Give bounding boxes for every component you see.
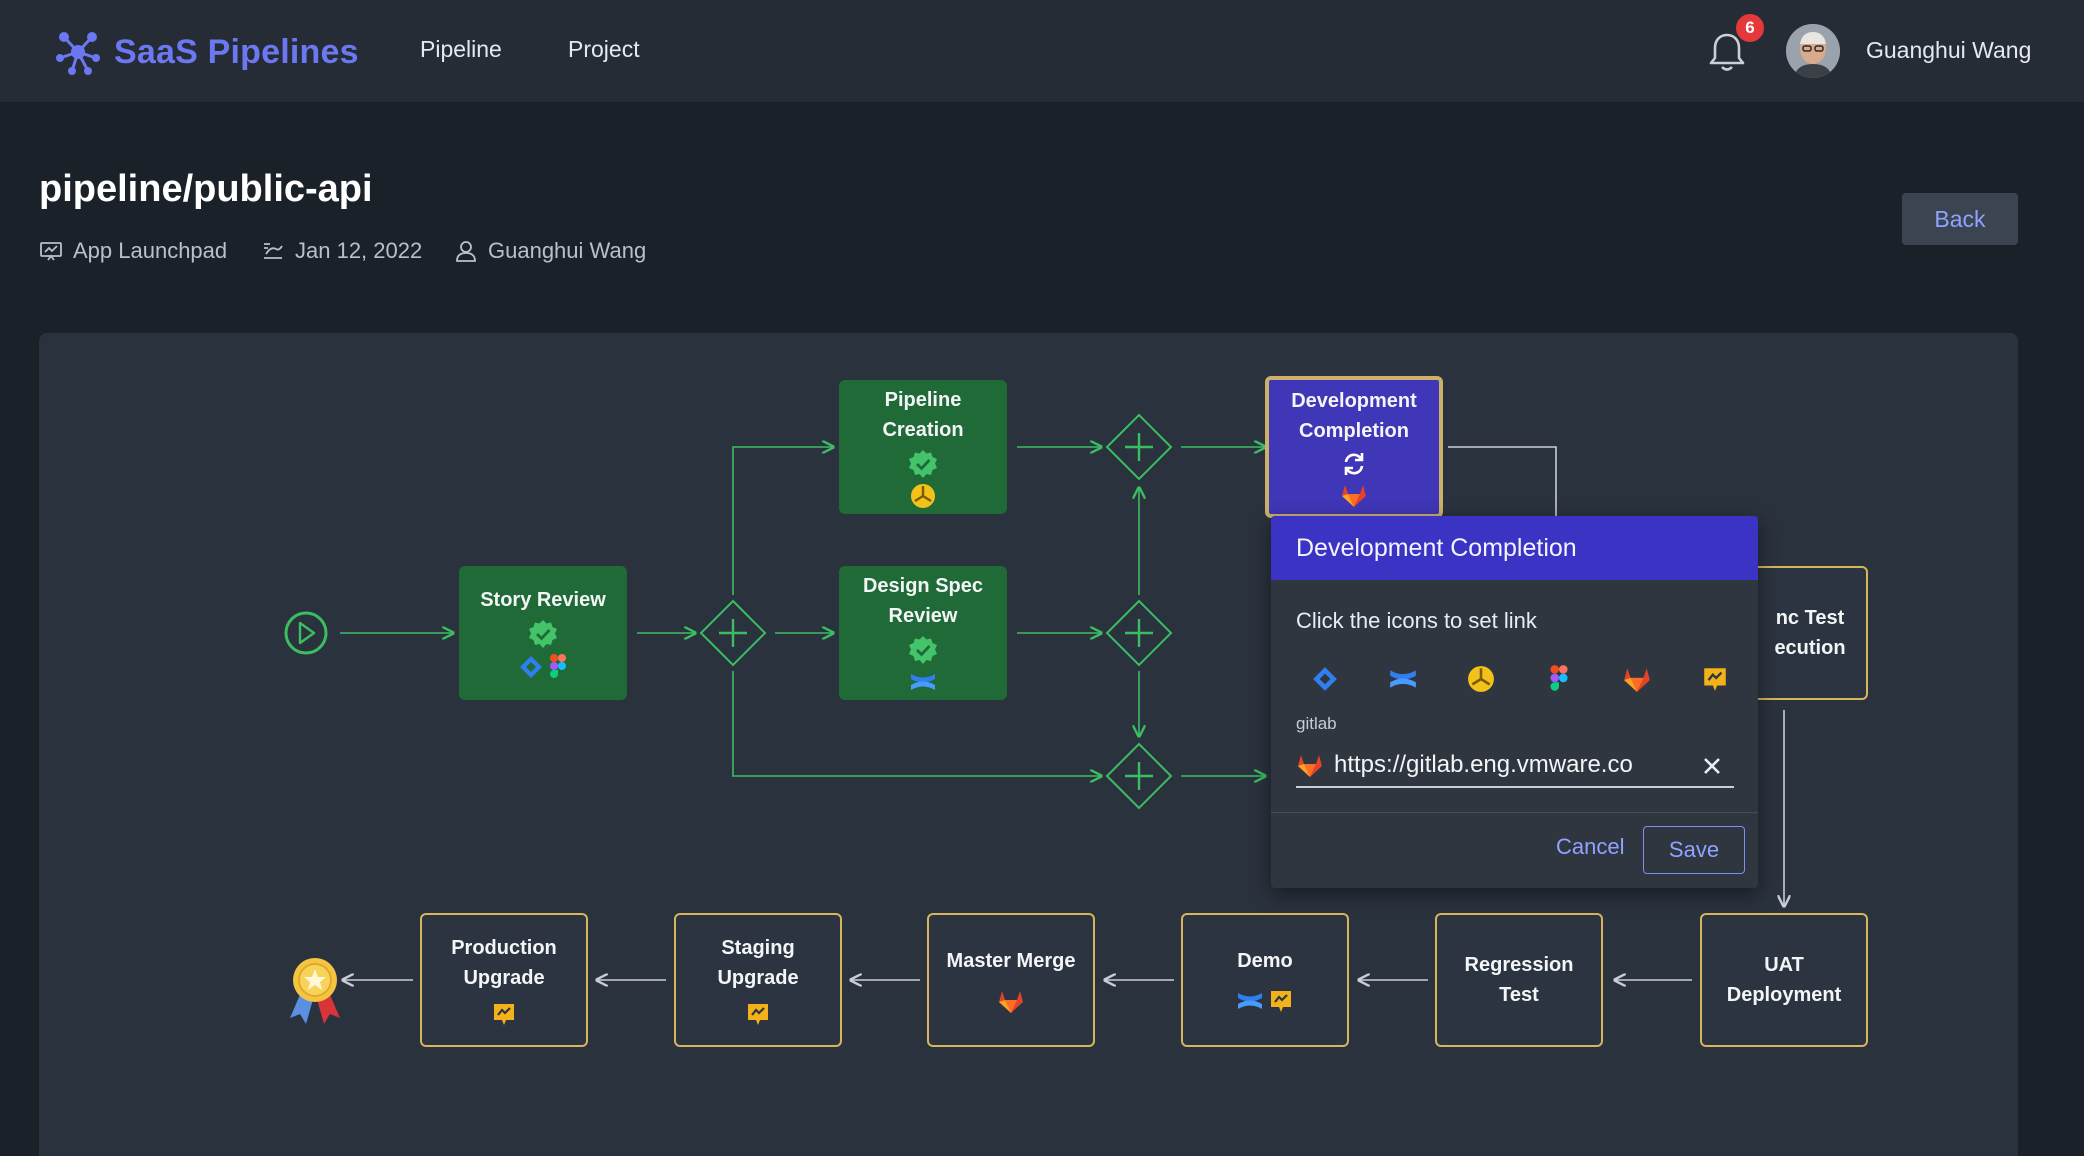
node-title: Pipeline Creation xyxy=(882,389,964,441)
node-title: Regression Test xyxy=(1464,954,1574,1006)
meta-project: App Launchpad xyxy=(39,238,227,264)
node-regression-test[interactable]: Regression Test xyxy=(1435,913,1603,1047)
node-story-review[interactable]: Story Review xyxy=(459,566,627,700)
node-title: Staging Upgrade xyxy=(717,937,799,989)
node-title: Production Upgrade xyxy=(451,937,557,989)
gitlab-icon xyxy=(999,991,1023,1013)
gitlab-icon xyxy=(1342,485,1366,507)
link-editor-popup: Development Completion Click the icons t… xyxy=(1271,516,1758,888)
popup-hint: Click the icons to set link xyxy=(1296,608,1537,633)
figma-icon xyxy=(1550,665,1568,691)
avatar[interactable] xyxy=(1786,24,1840,78)
approved-check-icon xyxy=(529,620,557,648)
node-demo[interactable]: Demo xyxy=(1181,913,1349,1047)
node-staging-upgrade[interactable]: Staging Upgrade xyxy=(674,913,842,1047)
gitlab-icon xyxy=(1298,755,1322,777)
meta-owner-text: Guanghui Wang xyxy=(488,238,647,263)
figma-link-button[interactable] xyxy=(1541,661,1577,697)
user-photo-icon xyxy=(1786,24,1840,78)
node-master-merge[interactable]: Master Merge xyxy=(927,913,1095,1047)
jenkins-icon xyxy=(1468,666,1494,692)
report-icon xyxy=(748,1004,768,1025)
popup-divider xyxy=(1271,812,1758,813)
node-development-completion[interactable]: Development Completion xyxy=(1265,376,1443,518)
launchpad-icon xyxy=(40,242,62,261)
brand[interactable]: SaaS Pipelines xyxy=(52,28,359,76)
report-icon xyxy=(1704,668,1726,691)
node-pipeline-creation[interactable]: Pipeline Creation xyxy=(839,380,1007,514)
confluence-icon xyxy=(911,674,935,690)
jira-icon xyxy=(1313,667,1337,691)
meta-date-text: Jan 12, 2022 xyxy=(295,238,423,263)
node-production-upgrade[interactable]: Production Upgrade xyxy=(420,913,588,1047)
node-title: Development Completion xyxy=(1291,390,1417,442)
report-icon xyxy=(1271,991,1291,1012)
link-url-input[interactable] xyxy=(1334,751,1674,779)
clear-close-icon[interactable] xyxy=(1700,754,1724,778)
node-uat-deployment[interactable]: UAT Deployment xyxy=(1700,913,1868,1047)
jira-icon xyxy=(520,656,542,678)
node-title: nc Test ecution xyxy=(1774,607,1846,659)
figma-icon xyxy=(550,654,566,678)
user-icon xyxy=(456,241,476,262)
top-navigation-bar: SaaS Pipelines Pipeline Project 6 Guangh… xyxy=(0,0,2084,103)
node-title: UAT Deployment xyxy=(1726,954,1842,1006)
approved-check-icon xyxy=(909,450,937,478)
node-title: Design Spec Review xyxy=(862,575,984,627)
nav-project[interactable]: Project xyxy=(568,36,640,62)
confluence-link-button[interactable] xyxy=(1385,661,1421,697)
node-title: Master Merge xyxy=(946,950,1076,972)
tool-icon-row xyxy=(1307,661,1733,697)
sync-in-progress-icon xyxy=(1344,453,1364,475)
award-ribbon-icon xyxy=(290,958,340,1024)
notification-count-badge: 6 xyxy=(1734,12,1766,44)
node-title: Demo xyxy=(1237,950,1293,972)
node-title: Story Review xyxy=(480,589,606,611)
gitlab-link-button[interactable] xyxy=(1619,661,1655,697)
link-field-label: gitlab xyxy=(1296,714,1337,733)
approved-check-icon xyxy=(909,636,937,664)
jenkins-icon xyxy=(911,484,935,508)
popup-title: Development Completion xyxy=(1271,516,1758,580)
nav-pipeline[interactable]: Pipeline xyxy=(420,36,502,62)
node-design-spec-review[interactable]: Design Spec Review xyxy=(839,566,1007,700)
page-title: pipeline/public-api xyxy=(39,168,373,210)
meta-owner: Guanghui Wang xyxy=(454,238,646,264)
save-button[interactable]: Save xyxy=(1643,826,1745,874)
calendar-icon xyxy=(264,243,283,259)
back-button[interactable]: Back xyxy=(1902,193,2018,245)
report-link-button[interactable] xyxy=(1697,661,1733,697)
meta-project-text: App Launchpad xyxy=(73,238,228,263)
confluence-icon xyxy=(1390,670,1416,688)
pipeline-logo-icon xyxy=(56,32,100,75)
link-field xyxy=(1296,744,1734,788)
jenkins-link-button[interactable] xyxy=(1463,661,1499,697)
report-icon xyxy=(494,1004,514,1025)
gitlab-icon xyxy=(1624,668,1650,692)
cancel-button[interactable]: Cancel xyxy=(1556,834,1625,859)
confluence-icon xyxy=(1238,993,1262,1009)
jira-link-button[interactable] xyxy=(1307,661,1343,697)
notification-bell-icon[interactable] xyxy=(1706,30,1748,74)
header-user-name[interactable]: Guanghui Wang xyxy=(1866,37,2032,63)
meta-date: Jan 12, 2022 xyxy=(261,238,422,264)
app-name: SaaS Pipelines xyxy=(114,32,359,71)
